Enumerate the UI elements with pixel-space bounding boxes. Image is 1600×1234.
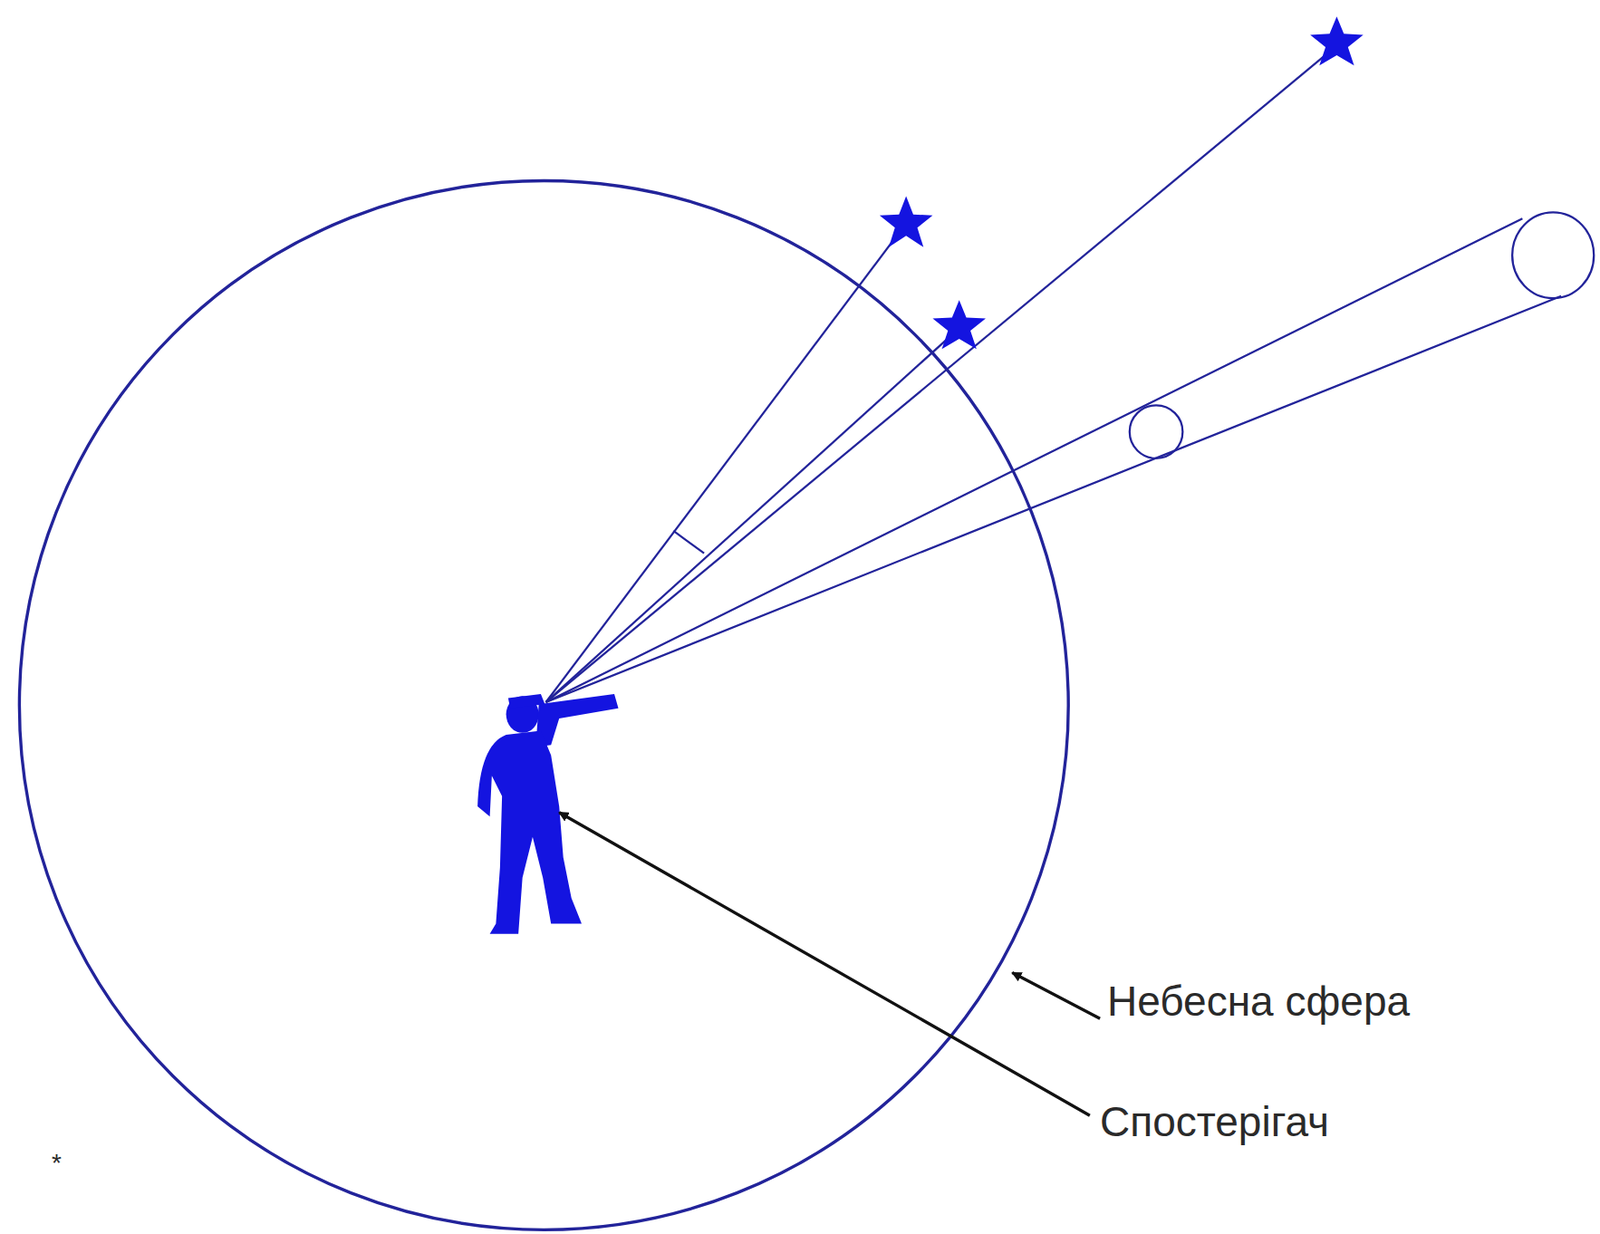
star-symbols — [879, 16, 1364, 349]
observer-label: Спостерігач — [1099, 1100, 1330, 1143]
sight-lines — [546, 48, 1595, 703]
leader-lines — [559, 812, 1100, 1117]
sphere-label: Небесна сфера — [1107, 980, 1410, 1022]
celestial-sphere — [19, 181, 1069, 1231]
footnote-mark: * — [51, 1150, 62, 1176]
observer-figure — [477, 693, 618, 935]
